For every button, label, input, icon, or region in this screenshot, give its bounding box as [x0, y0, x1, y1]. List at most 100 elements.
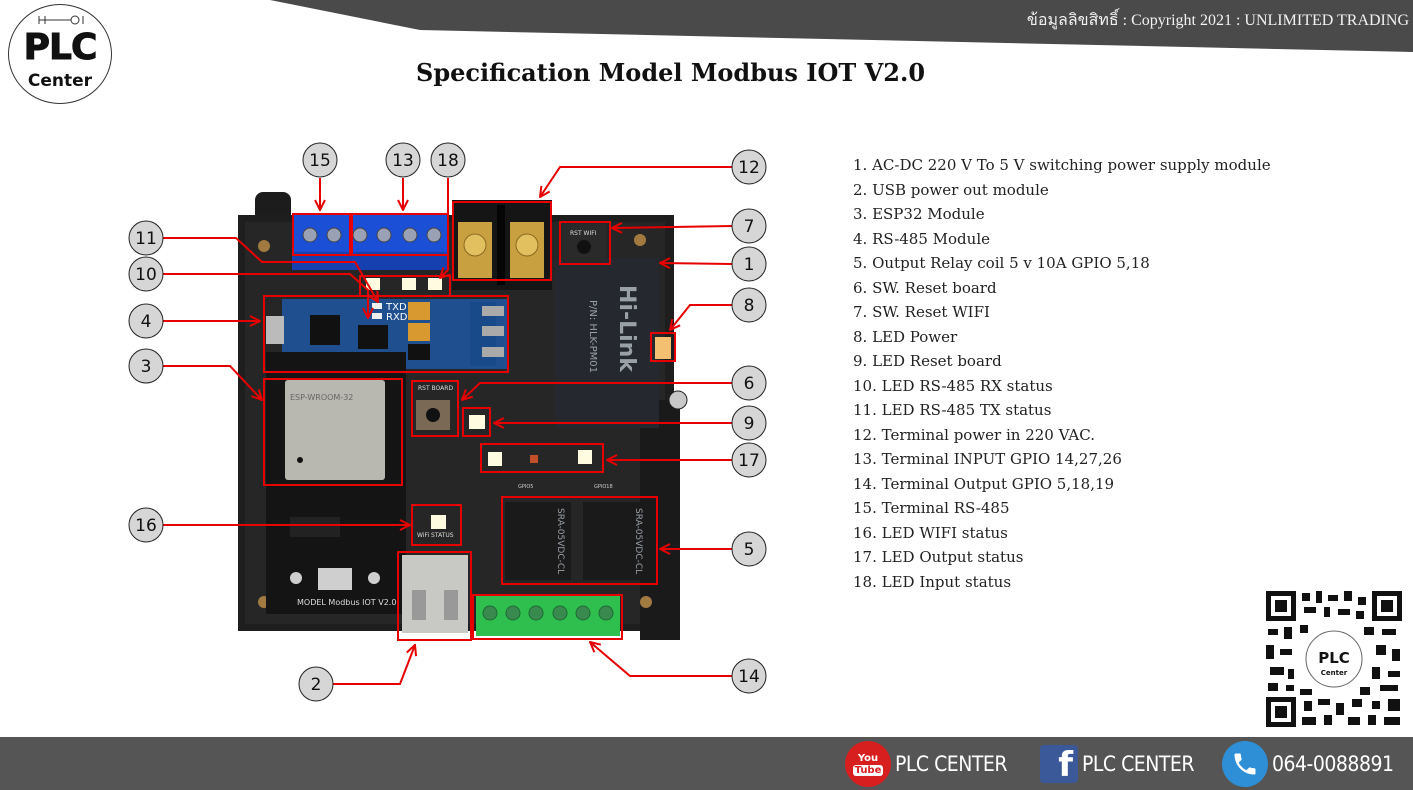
svg-text:1: 1 — [744, 255, 755, 275]
header-banner — [270, 0, 1413, 52]
youtube-icon-text-top: You — [857, 752, 879, 764]
callout-8: 8 — [731, 287, 767, 323]
callout-18: 18 — [430, 142, 466, 178]
psu-brand: Hi-Link — [614, 285, 639, 373]
phone-link[interactable]: 064-0088891 — [1222, 741, 1394, 787]
callout-1: 1 — [731, 246, 767, 282]
page-title: Specification Model Modbus IOT V2.0 — [416, 58, 926, 87]
gpio18-label: GPIO18 — [594, 484, 613, 490]
callout-3: 3 — [128, 348, 164, 384]
esp-label: ESP-WROOM-32 — [290, 393, 353, 402]
callout-16: 16 — [128, 507, 164, 543]
svg-text:17: 17 — [738, 451, 760, 471]
plc-center-logo: PLC Center — [8, 4, 112, 104]
youtube-link[interactable]: You Tube PLC CENTER — [845, 741, 1007, 787]
spec-item: 9. LED Reset board — [853, 352, 1002, 370]
spec-item: 5. Output Relay coil 5 v 10A GPIO 5,18 — [853, 254, 1150, 272]
spec-item: 18. LED Input status — [853, 572, 1012, 591]
gpio5-label: GPIO5 — [518, 484, 533, 490]
spec-item: 12. Terminal power in 220 VAC. — [853, 425, 1095, 444]
phone-number: 064-0088891 — [1272, 752, 1394, 776]
callout-17: 17 — [731, 442, 767, 478]
callout-10: 10 — [128, 256, 164, 292]
green-terminal-block — [476, 594, 620, 636]
input-leds — [366, 278, 442, 290]
svg-text:6: 6 — [744, 374, 755, 394]
callout-12: 12 — [731, 149, 767, 185]
spec-item: 14. Terminal Output GPIO 5,18,19 — [853, 474, 1115, 493]
svg-text:12: 12 — [738, 158, 760, 178]
svg-text:10: 10 — [135, 265, 157, 285]
spec-item: 10. LED RS-485 RX status — [853, 376, 1053, 395]
youtube-icon: You Tube — [845, 741, 891, 787]
output-led-1 — [488, 452, 502, 466]
youtube-channel-name: PLC CENTER — [895, 752, 1007, 776]
svg-text:3: 3 — [141, 357, 152, 377]
spec-item: 17. LED Output status — [853, 548, 1024, 566]
svg-text:16: 16 — [135, 516, 157, 536]
qr-logo-subtext: Center — [1321, 669, 1348, 677]
youtube-icon-text-bottom: Tube — [852, 764, 884, 776]
rst-board-button: RST BOARD — [416, 385, 453, 430]
esp32-board: ESP-WROOM-32 MODEL Modbus IOT V2.0 — [266, 352, 406, 614]
spec-item: 3. ESP32 Module — [853, 205, 985, 223]
leader-lines — [162, 166, 733, 685]
callout-4: 4 — [128, 303, 164, 339]
callout-6: 6 — [731, 365, 767, 401]
callout-5: 5 — [731, 531, 767, 567]
spec-item: 2. USB power out module — [853, 180, 1049, 199]
svg-text:13: 13 — [392, 151, 414, 171]
svg-text:5: 5 — [744, 540, 755, 560]
footer-bar: You Tube PLC CENTER f PLC CENTER 064-008… — [0, 737, 1413, 790]
wifi-status-led: WiFi STATUS — [417, 515, 454, 539]
callout-14: 14 — [731, 658, 767, 694]
model-label: MODEL Modbus IOT V2.0 — [297, 598, 396, 607]
callout-11: 11 — [128, 220, 164, 256]
spec-item: 4. RS-485 Module — [853, 229, 990, 248]
spec-item: 16. LED WIFI status — [853, 523, 1008, 542]
svg-text:9: 9 — [744, 414, 755, 434]
rst-board-label: RST BOARD — [418, 385, 453, 392]
svg-text:2: 2 — [311, 675, 322, 695]
txd-label: TXD — [385, 302, 407, 313]
spec-item: 7. SW. Reset WIFI — [853, 303, 990, 321]
svg-text:4: 4 — [141, 312, 152, 332]
svg-text:18: 18 — [437, 151, 459, 171]
logo-sub-text: Center — [27, 71, 93, 91]
callout-badges: 1 2 3 4 5 6 7 8 9 10 11 12 13 14 15 16 1… — [128, 142, 767, 702]
callout-13: 13 — [385, 142, 421, 178]
callout-15: 15 — [302, 142, 338, 178]
rst-wifi-button: RST WIFI — [562, 224, 606, 262]
relay-model-2: SRA-05VDC-CL — [633, 508, 643, 574]
power-terminal — [452, 200, 552, 290]
facebook-page-name: PLC CENTER — [1082, 752, 1194, 776]
logo-main-text: PLC — [23, 27, 98, 69]
svg-text:15: 15 — [309, 151, 331, 171]
spec-item: 13. Terminal INPUT GPIO 14,27,26 — [853, 450, 1122, 468]
relay-model-1: SRA-05VDC-CL — [555, 508, 565, 574]
copyright-text: ข้อมูลลิขสิทธิ์ : Copyright 2021 : UNLIM… — [1026, 12, 1409, 29]
qr-logo-text: PLC — [1318, 649, 1350, 667]
qr-code[interactable]: PLC Center — [1264, 589, 1404, 729]
spec-item: 11. LED RS-485 TX status — [853, 401, 1052, 419]
svg-text:7: 7 — [744, 217, 755, 237]
facebook-link[interactable]: f PLC CENTER — [1040, 741, 1194, 787]
output-led-2 — [578, 450, 592, 464]
reset-led — [469, 415, 485, 429]
phone-icon — [1222, 741, 1268, 787]
spec-item: 6. SW. Reset board — [853, 278, 997, 297]
callout-7: 7 — [731, 208, 767, 244]
hilink-psu: Hi-Link P/N: HLK-PM01 — [555, 258, 688, 428]
spec-item: 8. LED Power — [853, 327, 958, 346]
callout-9: 9 — [731, 405, 767, 441]
spec-item: 15. Terminal RS-485 — [853, 499, 1010, 517]
relays: SRA-05VDC-CL SRA-05VDC-CL GPIO5 GPIO18 — [505, 484, 649, 580]
rxd-label: RXD — [386, 312, 408, 323]
usb-port — [402, 555, 468, 633]
blue-terminal-block — [292, 214, 448, 270]
rst-wifi-label: RST WIFI — [570, 230, 597, 237]
svg-text:8: 8 — [744, 296, 755, 316]
svg-text:14: 14 — [738, 667, 760, 687]
facebook-icon: f — [1040, 745, 1078, 783]
